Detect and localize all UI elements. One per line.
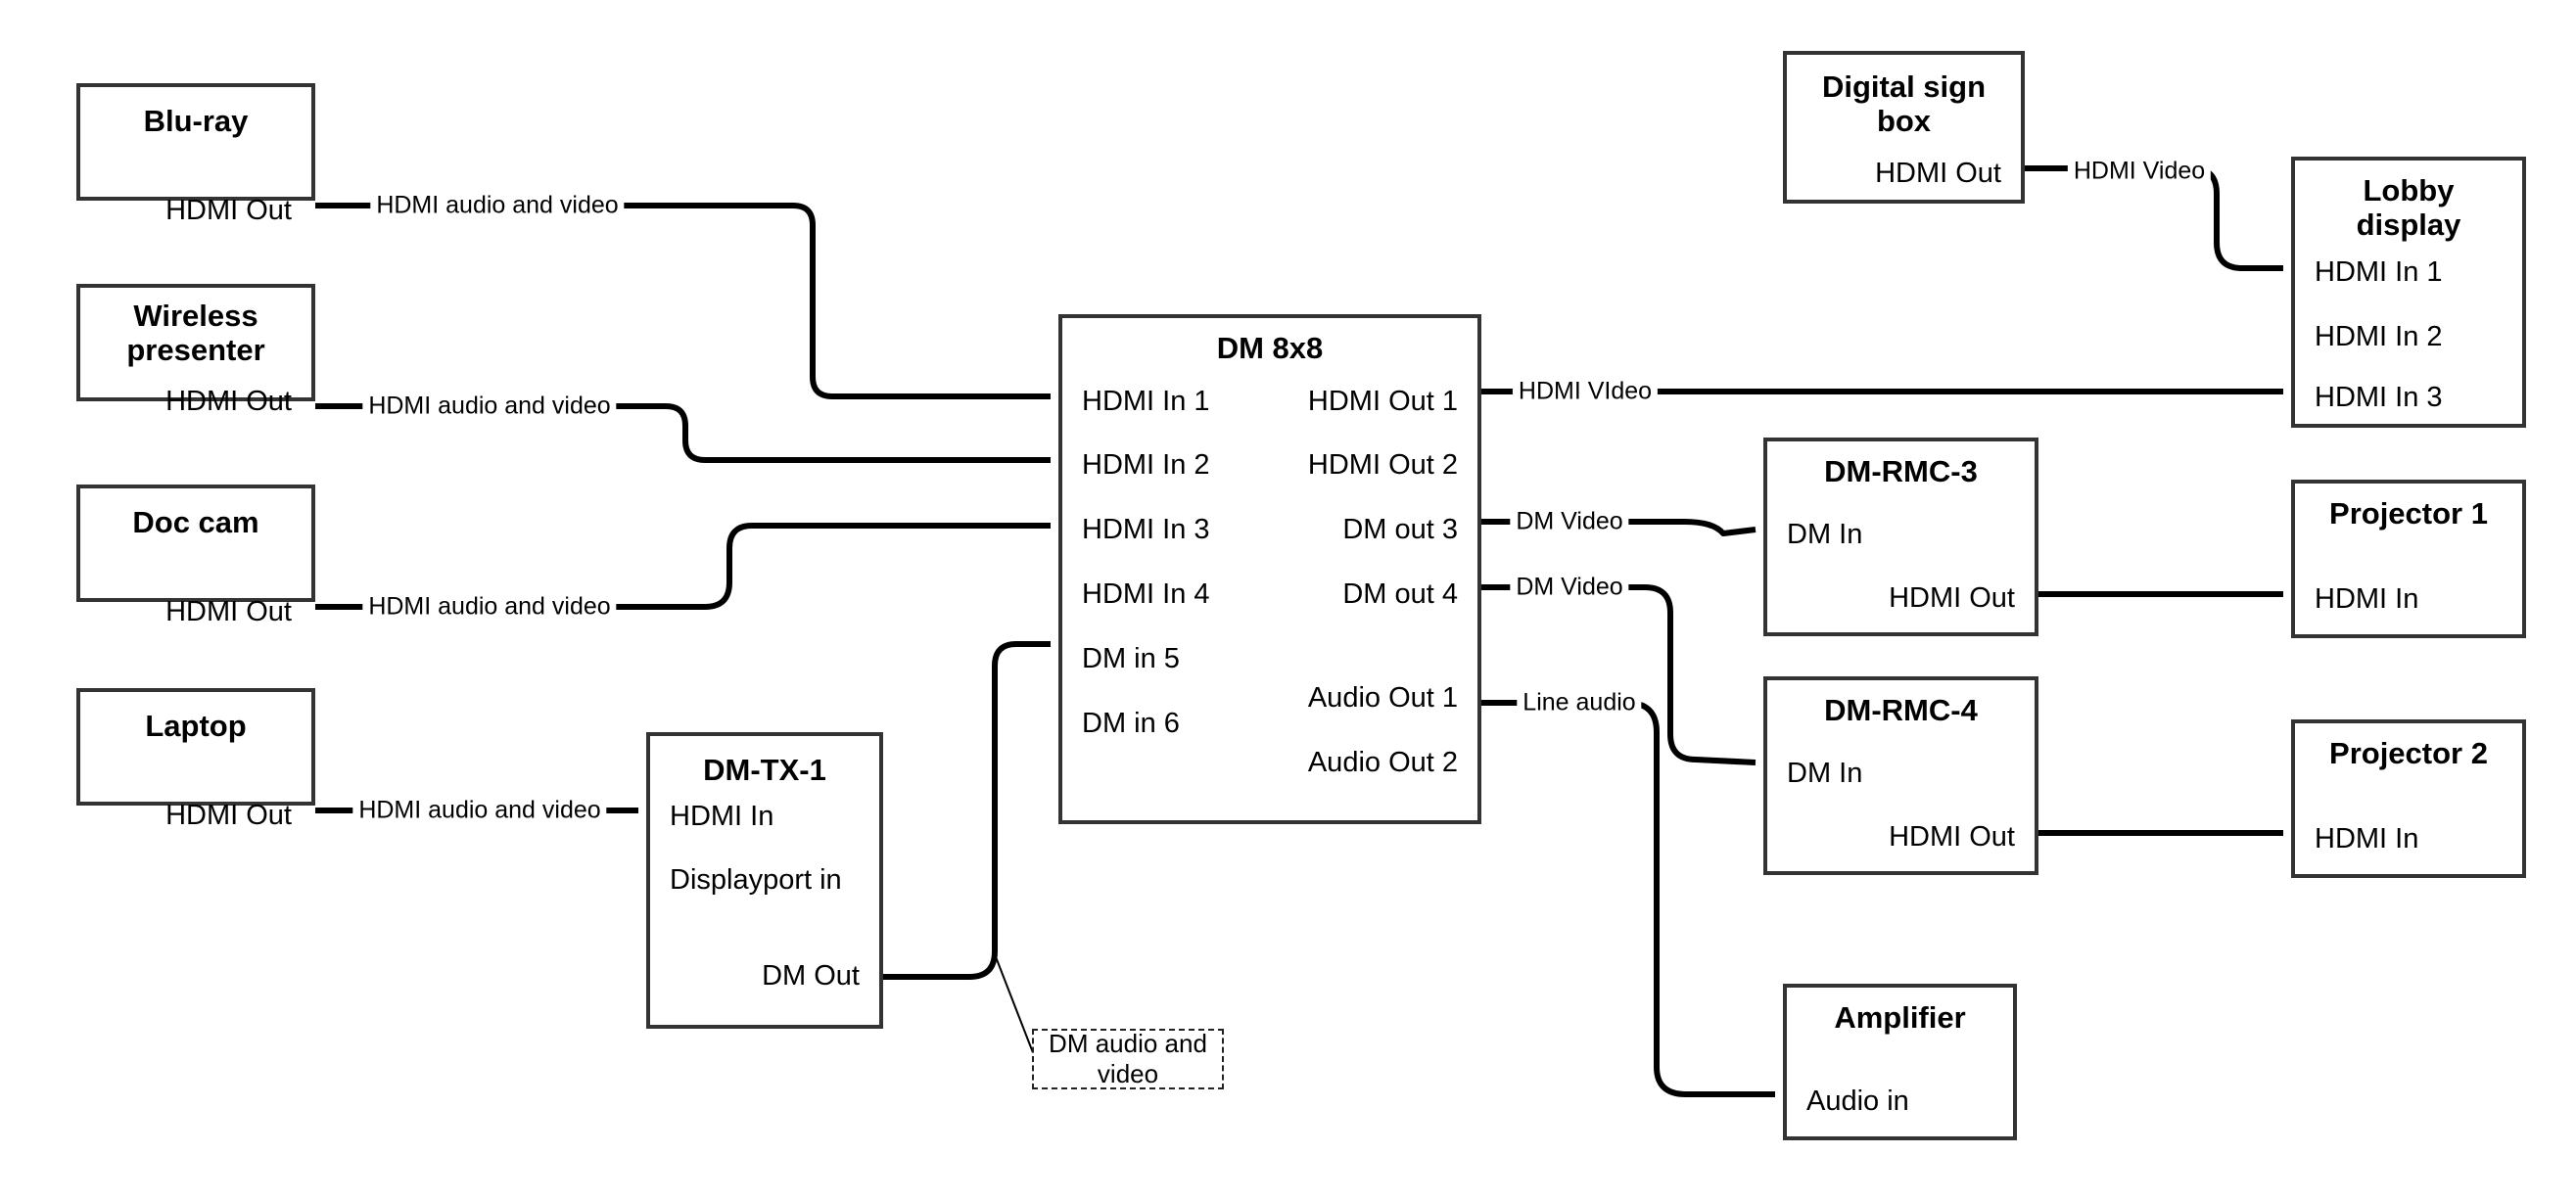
port-hdmi-out-1: HDMI Out 1 bbox=[1307, 386, 1458, 417]
edge-label-wireless: HDMI audio and video bbox=[362, 392, 617, 421]
node-title: DM-TX-1 bbox=[703, 753, 826, 787]
node-dm-rmc-3[interactable]: DM-RMC-3 DM In HDMI Out bbox=[1763, 438, 2038, 636]
port-hdmi-in-2: HDMI In 2 bbox=[1082, 449, 1210, 481]
node-dm-rmc-4[interactable]: DM-RMC-4 DM In HDMI Out bbox=[1763, 676, 2038, 875]
port-dm-in-6: DM in 6 bbox=[1082, 708, 1180, 739]
port-hdmi-in-3: HDMI In 3 bbox=[1082, 514, 1210, 545]
port-dm-out-3: DM out 3 bbox=[1342, 514, 1458, 545]
leader-line-callout bbox=[994, 953, 1035, 1056]
node-dm-tx-1[interactable]: DM-TX-1 HDMI In Displayport in DM Out bbox=[646, 732, 883, 1029]
port-hdmi-in-3: HDMI In 3 bbox=[2315, 382, 2443, 413]
edge-label-sign-to-lobby: HDMI Video bbox=[2067, 157, 2212, 186]
port-hdmi-in-2: HDMI In 2 bbox=[2315, 321, 2443, 352]
node-title: Lobby display bbox=[2356, 173, 2461, 242]
edge-label-hdmi-out-1: HDMI VIdeo bbox=[1512, 377, 1659, 406]
edge-label-dm-out-3: DM Video bbox=[1510, 507, 1629, 536]
port-hdmi-out-2: HDMI Out 2 bbox=[1307, 449, 1458, 481]
edge-label-doccam: HDMI audio and video bbox=[362, 592, 617, 622]
port-hdmi-out: HDMI Out bbox=[165, 596, 292, 627]
edge-label-audio-out-1: Line audio bbox=[1517, 688, 1642, 717]
node-title: DM-RMC-3 bbox=[1824, 454, 1978, 488]
port-hdmi-in-1: HDMI In 1 bbox=[2315, 256, 2443, 288]
node-wireless-presenter[interactable]: Wireless presenter HDMI Out bbox=[76, 284, 315, 417]
port-dm-in-5: DM in 5 bbox=[1082, 643, 1180, 674]
port-hdmi-in-4: HDMI In 4 bbox=[1082, 578, 1210, 610]
node-doc-cam[interactable]: Doc cam HDMI Out bbox=[76, 485, 315, 627]
node-title: Laptop bbox=[145, 709, 247, 743]
port-hdmi-out: HDMI Out bbox=[1875, 158, 2001, 189]
node-lobby-display[interactable]: Lobby display HDMI In 1 HDMI In 2 HDMI I… bbox=[2291, 157, 2526, 428]
port-dm-in: DM In bbox=[1787, 758, 1863, 789]
port-hdmi-out: HDMI Out bbox=[165, 800, 292, 831]
port-audio-in: Audio in bbox=[1806, 1086, 1909, 1117]
node-digital-sign-box[interactable]: Digital sign box HDMI Out bbox=[1783, 51, 2025, 204]
node-projector-2[interactable]: Projector 2 HDMI In bbox=[2291, 719, 2526, 878]
port-hdmi-out: HDMI Out bbox=[165, 386, 292, 417]
node-projector-1[interactable]: Projector 1 HDMI In bbox=[2291, 480, 2526, 638]
edge-label-laptop: HDMI audio and video bbox=[352, 796, 607, 825]
node-laptop[interactable]: Laptop HDMI Out bbox=[76, 688, 315, 831]
node-dm-8x8[interactable]: DM 8x8 HDMI In 1 HDMI In 2 HDMI In 3 HDM… bbox=[1058, 314, 1481, 824]
wire-dm8x8-to-amplifier bbox=[1481, 700, 1775, 1097]
port-dm-out-4: DM out 4 bbox=[1342, 578, 1458, 610]
port-hdmi-out: HDMI Out bbox=[1889, 821, 2015, 853]
node-title: Wireless presenter bbox=[126, 299, 265, 367]
node-title: Amplifier bbox=[1834, 1000, 1966, 1035]
wire-dmtx1-to-dm8x8 bbox=[883, 641, 1051, 980]
port-hdmi-out: HDMI Out bbox=[1889, 582, 2015, 614]
port-audio-out-1: Audio Out 1 bbox=[1307, 682, 1458, 714]
port-dm-in: DM In bbox=[1787, 519, 1863, 550]
port-displayport-in: Displayport in bbox=[670, 864, 842, 896]
node-title: Digital sign box bbox=[1821, 69, 1987, 138]
callout-dm-audio-video: DM audio and video bbox=[1032, 1029, 1224, 1089]
node-title: Doc cam bbox=[132, 505, 259, 539]
port-dm-out: DM Out bbox=[762, 960, 860, 992]
node-amplifier[interactable]: Amplifier Audio in bbox=[1783, 984, 2017, 1140]
port-hdmi-in: HDMI In bbox=[2315, 583, 2419, 615]
node-title: Projector 1 bbox=[2329, 496, 2488, 531]
node-title: Projector 2 bbox=[2329, 736, 2488, 770]
edge-label-bluray: HDMI audio and video bbox=[370, 191, 625, 220]
callout-text: DM audio and video bbox=[1049, 1028, 1207, 1088]
port-hdmi-out: HDMI Out bbox=[165, 195, 292, 226]
edge-label-dm-out-4: DM Video bbox=[1510, 573, 1629, 602]
node-title: DM-RMC-4 bbox=[1824, 693, 1978, 727]
port-hdmi-in: HDMI In bbox=[670, 801, 774, 832]
node-bluray[interactable]: Blu-ray HDMI Out bbox=[76, 83, 315, 226]
wire-bluray-to-dm8x8 bbox=[315, 203, 1051, 399]
port-hdmi-in: HDMI In bbox=[2315, 823, 2419, 855]
port-audio-out-2: Audio Out 2 bbox=[1307, 747, 1458, 778]
node-title: DM 8x8 bbox=[1216, 331, 1324, 365]
port-hdmi-in-1: HDMI In 1 bbox=[1082, 386, 1210, 417]
wire-dm8x8-to-dmrmc4 bbox=[1481, 584, 1756, 765]
node-title: Blu-ray bbox=[143, 104, 249, 138]
